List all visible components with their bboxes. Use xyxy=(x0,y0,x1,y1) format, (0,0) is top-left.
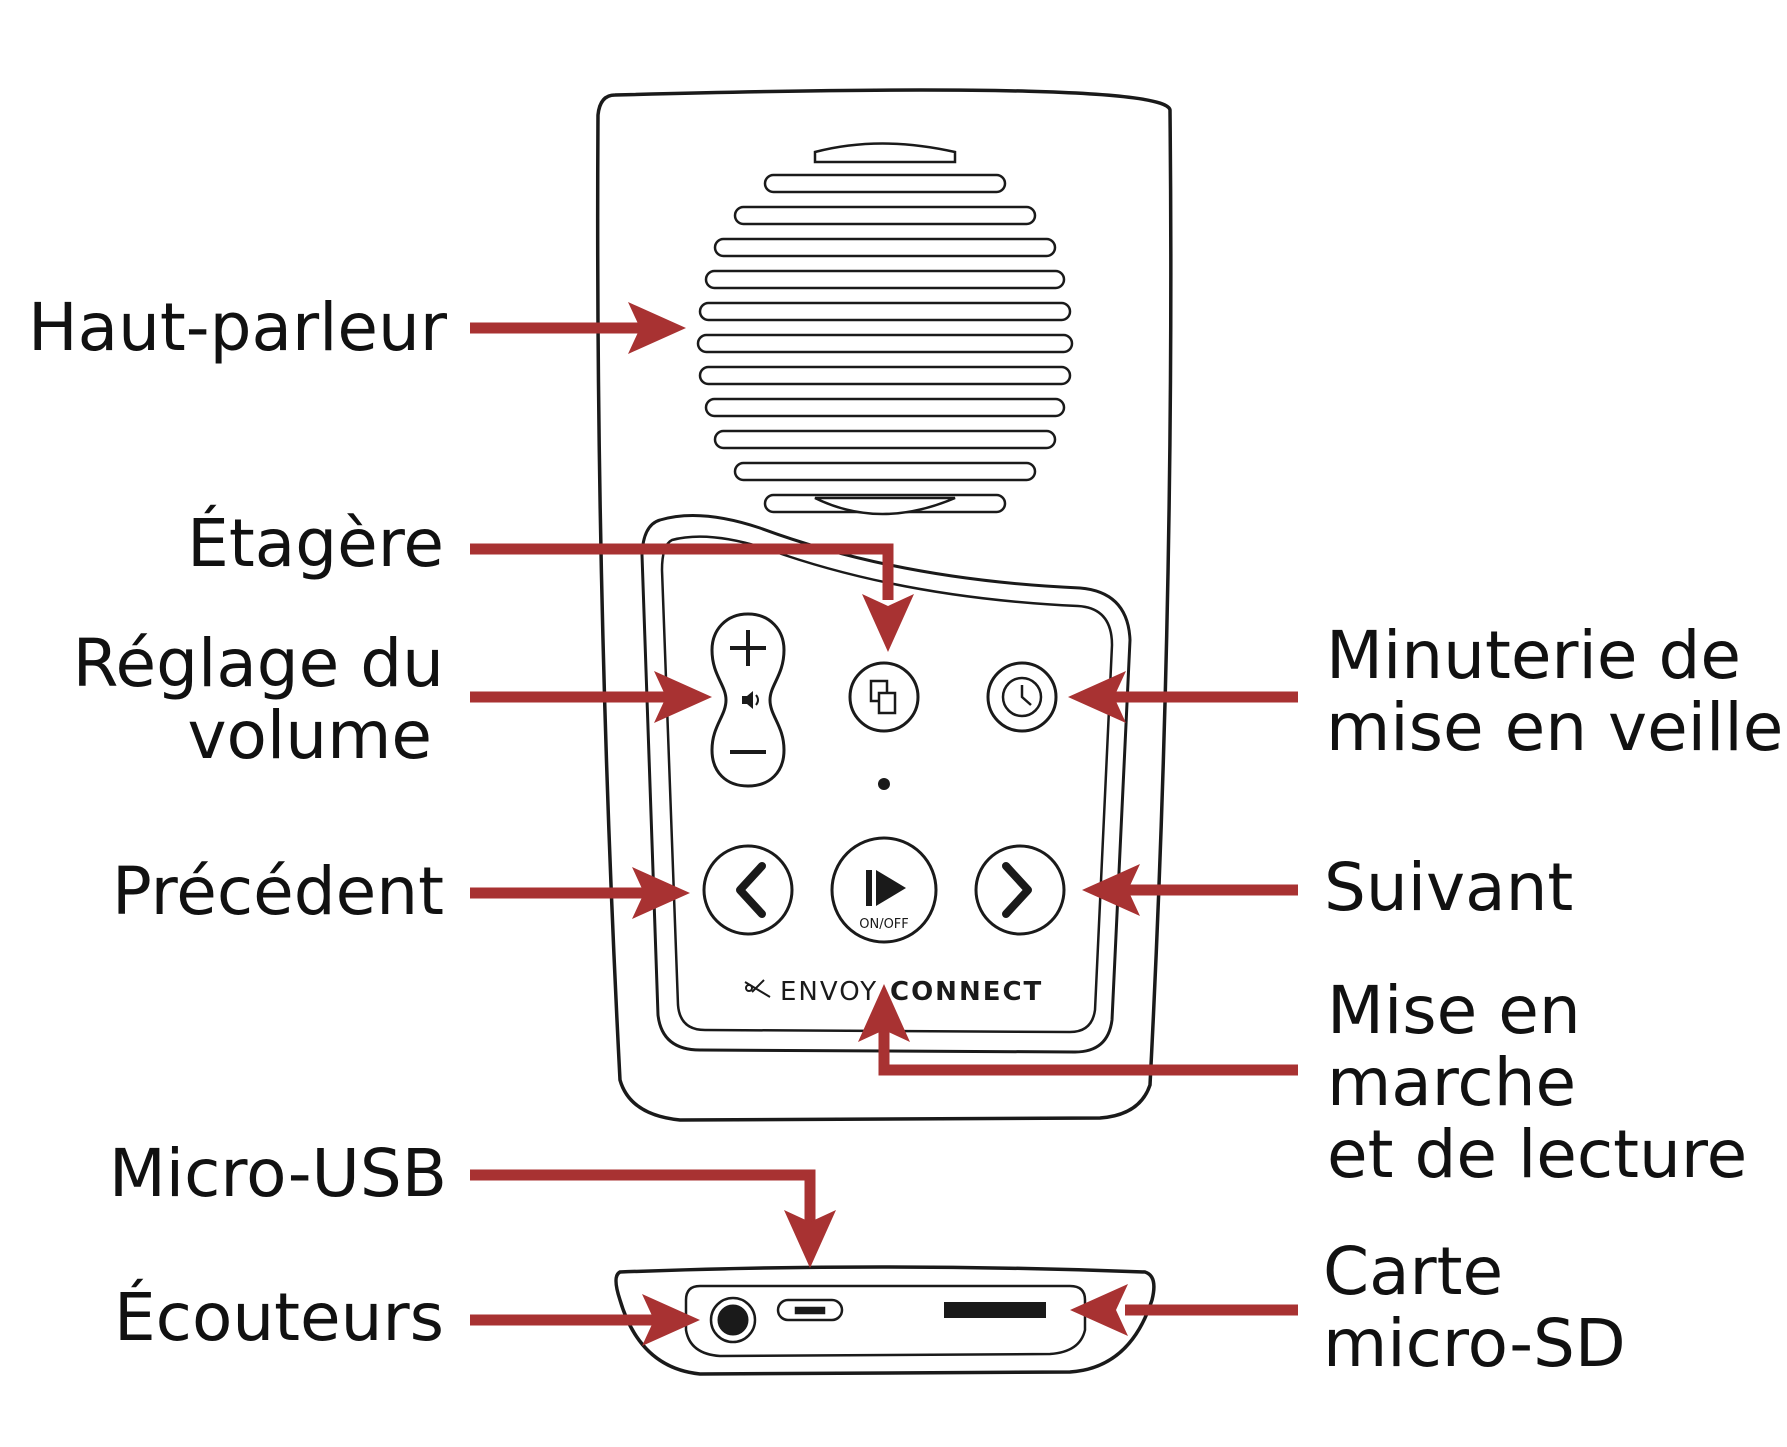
arrow-head-headphones xyxy=(642,1294,700,1346)
arrow-head-sd-card xyxy=(1070,1284,1128,1336)
arrow-head-speaker xyxy=(628,302,686,354)
brand-logo-icon xyxy=(744,979,771,998)
arrow-head-shelf xyxy=(862,594,914,652)
play-power-button xyxy=(830,836,938,944)
arrow-heads xyxy=(628,302,1140,1346)
callout-arrows xyxy=(470,322,1298,1326)
next-button xyxy=(974,844,1066,936)
micro-usb-port xyxy=(776,1298,844,1322)
label-previous: Précédent xyxy=(111,853,444,930)
label-sleep-timer: Minuterie de mise en veille xyxy=(1326,617,1784,766)
shelf-button xyxy=(848,661,920,733)
arrow-head-power-play xyxy=(858,984,910,1042)
label-speaker: Haut-parleur xyxy=(28,289,447,366)
volume-rocker xyxy=(710,612,786,788)
volume-speaker-icon xyxy=(742,691,759,709)
label-sd-card: Carte micro-SD xyxy=(1323,1233,1626,1382)
control-panel-outer xyxy=(640,514,1132,1054)
arrow-head-micro-usb xyxy=(784,1210,836,1268)
label-micro-usb: Micro-USB xyxy=(108,1135,447,1212)
port-panel xyxy=(684,1284,1087,1358)
play-button-caption: ON/OFF xyxy=(859,917,909,932)
indicator-dot xyxy=(878,778,890,790)
label-shelf: Étagère xyxy=(187,505,444,582)
arrow-head-previous xyxy=(632,867,690,919)
label-headphones: Écouteurs xyxy=(113,1279,444,1356)
sleep-timer-button xyxy=(986,661,1058,733)
previous-button xyxy=(702,844,794,936)
headphone-jack xyxy=(709,1296,757,1344)
brand-name-right: CONNECT xyxy=(890,977,1043,1007)
arrow-head-next xyxy=(1082,864,1140,916)
label-volume: Réglage du volume xyxy=(72,625,444,774)
brand-name-left: ENVOY xyxy=(780,977,878,1007)
speaker-grille xyxy=(696,142,1074,516)
arrow-head-volume xyxy=(654,671,712,723)
sd-card-slot xyxy=(944,1302,1046,1318)
arrow-head-sleep-timer xyxy=(1068,671,1126,723)
label-next: Suivant xyxy=(1324,849,1574,926)
label-power-play: Mise en marche et de lecture xyxy=(1327,972,1748,1193)
